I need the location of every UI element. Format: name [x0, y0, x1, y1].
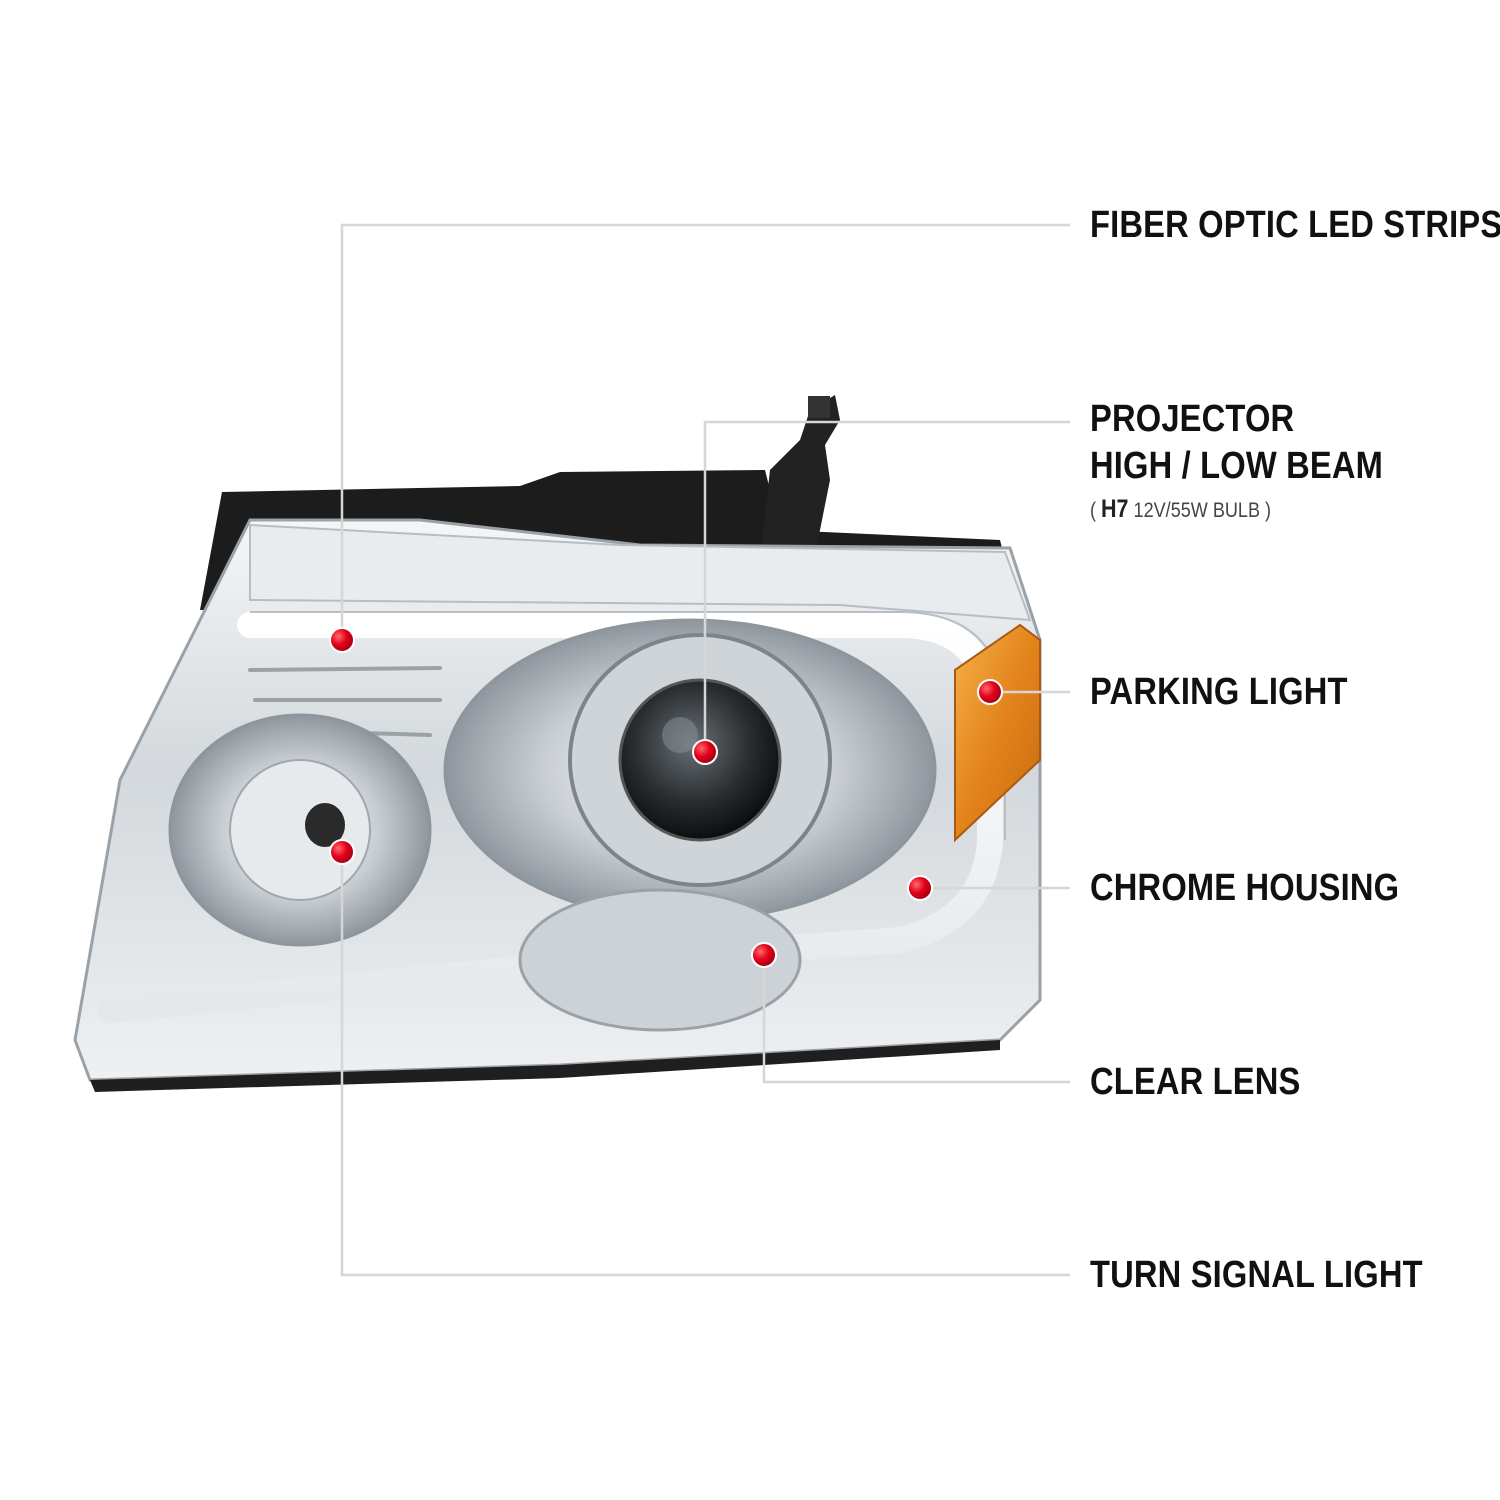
turn-signal-socket: [305, 803, 345, 847]
projector-glint: [662, 717, 698, 753]
marker-fiber: [329, 627, 355, 653]
marker-turn: [329, 839, 355, 865]
bracket-tab: [808, 396, 830, 418]
bottom-bezel: [90, 1040, 1000, 1092]
mounting-bracket: [760, 395, 840, 560]
callout-projector-line2: HIGH / LOW BEAM: [1090, 445, 1384, 487]
callout-projector-bulb-note: ( H7 12V/55W BULB ): [1090, 495, 1271, 524]
turn-signal-inner: [229, 759, 371, 901]
callout-turn-signal-light: TURN SIGNAL LIGHT: [1090, 1254, 1423, 1296]
marker-projector: [692, 739, 718, 765]
callout-projector-line1: PROJECTOR: [1090, 398, 1295, 440]
leader-fiber: [340, 223, 1070, 640]
leader-lines: [340, 223, 1070, 1277]
lower-reflector: [518, 888, 802, 1032]
led-strip: [97, 612, 1003, 1023]
marker-chrome: [907, 875, 933, 901]
leader-turn: [340, 852, 1070, 1277]
callout-parking-light: PARKING LIGHT: [1090, 671, 1348, 713]
callout-clear-lens: CLEAR LENS: [1090, 1061, 1301, 1103]
markers: [329, 627, 1003, 968]
leader-lens: [762, 955, 1070, 1084]
bulb-note-prefix: (: [1090, 499, 1102, 522]
callout-chrome-housing: CHROME HOUSING: [1090, 867, 1400, 909]
marker-lens: [751, 942, 777, 968]
top-ledge: [249, 523, 1032, 622]
leader-projector: [703, 420, 1070, 752]
bulb-spec: 12V/55W BULB ): [1128, 499, 1272, 522]
amber-parking-lens: [954, 623, 1041, 843]
bulb-type: H7: [1101, 495, 1129, 523]
callout-fiber-optic-led-strips: FIBER OPTIC LED STRIPS: [1090, 204, 1500, 246]
headlight-assembly: [73, 395, 1042, 1092]
marker-parking: [977, 679, 1003, 705]
